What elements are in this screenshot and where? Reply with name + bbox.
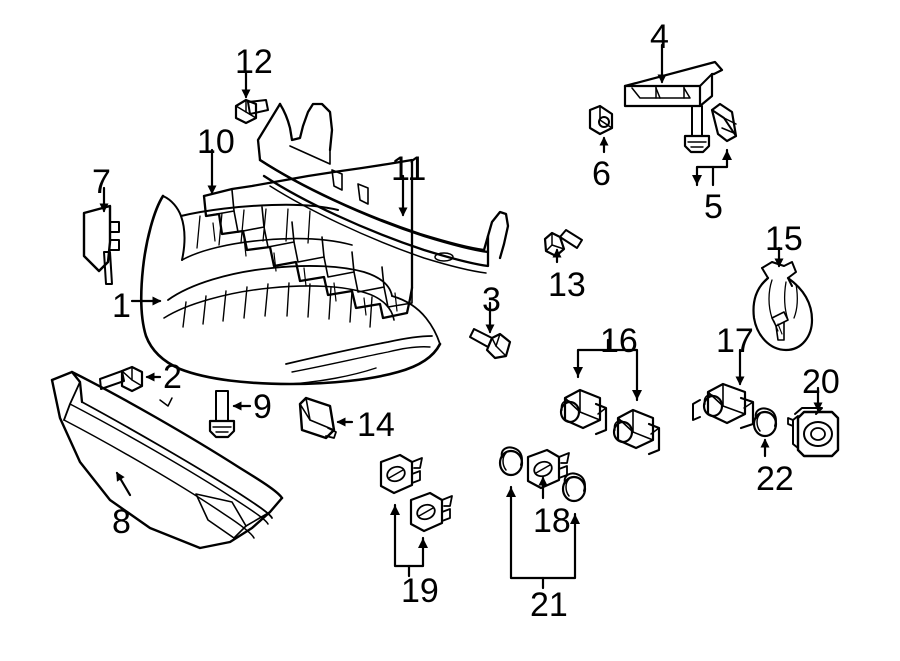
callout-13[interactable]: 13 [548, 266, 586, 304]
part-grommet-6 [588, 104, 614, 136]
callout-20[interactable]: 20 [802, 363, 840, 401]
part-hardware-bag [752, 261, 814, 352]
part-lower-valance [50, 370, 284, 550]
part-impact-bar [256, 102, 510, 274]
part-park-sensor-16b [612, 408, 661, 456]
part-bumper-cover [140, 194, 442, 386]
callout-10[interactable]: 10 [197, 123, 235, 161]
callout-2[interactable]: 2 [163, 358, 182, 396]
part-energy-absorber [202, 158, 414, 320]
part-grommet-21b [561, 472, 587, 503]
callout-21[interactable]: 21 [530, 586, 568, 624]
part-cover-cap [298, 396, 337, 440]
callout-7[interactable]: 7 [92, 163, 111, 201]
callout-12[interactable]: 12 [235, 43, 273, 81]
part-side-bracket [82, 204, 120, 285]
callout-9[interactable]: 9 [253, 388, 272, 426]
part-bolt-12 [234, 98, 269, 125]
part-park-sensor-17 [692, 382, 755, 430]
part-retainer-19b [409, 491, 453, 533]
bracket-arrowheads [390, 150, 732, 548]
part-bolt-2 [99, 365, 144, 393]
part-bolt-9 [208, 390, 236, 439]
callout-14[interactable]: 14 [357, 406, 395, 444]
callout-6[interactable]: 6 [592, 155, 611, 193]
leader-8 [115, 471, 132, 497]
callout-1[interactable]: 1 [112, 287, 131, 325]
part-bracket-bar [623, 60, 724, 108]
leader-lines [99, 43, 823, 500]
part-retainer-18 [526, 448, 570, 490]
callout-19[interactable]: 19 [401, 572, 439, 610]
part-bolt-3 [469, 328, 512, 360]
callout-11[interactable]: 11 [391, 150, 427, 188]
part-grommet-21a [498, 446, 524, 477]
callout-18[interactable]: 18 [533, 502, 571, 540]
part-retainer-19a [379, 453, 423, 495]
callout-17[interactable]: 17 [716, 322, 754, 360]
callout-8[interactable]: 8 [112, 503, 131, 541]
callout-4[interactable]: 4 [650, 18, 669, 56]
callout-5[interactable]: 5 [704, 188, 723, 226]
callout-16[interactable]: 16 [600, 322, 638, 360]
callout-22[interactable]: 22 [756, 460, 794, 498]
callout-15[interactable]: 15 [765, 220, 803, 258]
part-fastener-5a [683, 105, 711, 154]
callout-3[interactable]: 3 [482, 281, 501, 319]
part-sensor-bezel [787, 407, 840, 458]
part-grommet-22 [752, 407, 778, 438]
part-fastener-5b [710, 102, 738, 143]
part-park-sensor-16a [559, 388, 608, 436]
part-bolt-13 [543, 229, 583, 258]
